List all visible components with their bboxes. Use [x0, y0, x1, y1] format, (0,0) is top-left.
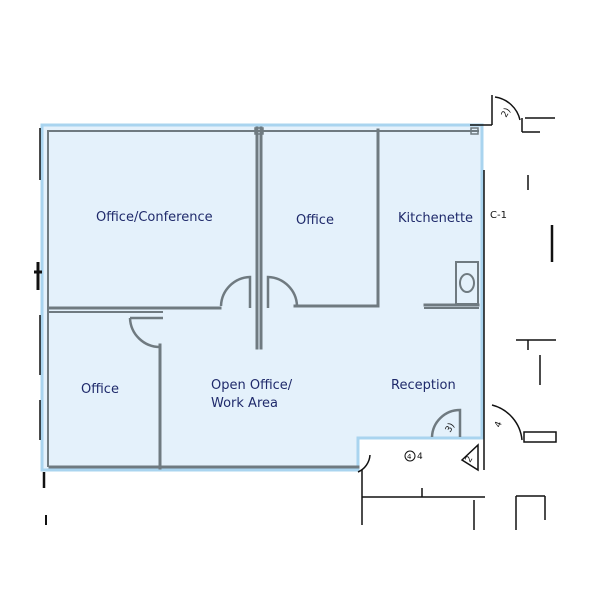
svg-text:3): 3)	[444, 421, 457, 434]
svg-text:C-1: C-1	[490, 210, 507, 221]
room-label-office-conference: Office/Conference	[96, 210, 213, 225]
room-label-office-left: Office	[81, 382, 119, 397]
room-label-office-top: Office	[296, 213, 334, 228]
room-label-open-office-line2: Work Area	[211, 396, 278, 411]
svg-text:2): 2)	[500, 106, 513, 119]
door-swings	[128, 275, 462, 438]
neighbor-sketch	[34, 95, 557, 530]
room-label-reception: Reception	[391, 378, 456, 393]
interior-walls	[47, 126, 480, 470]
svg-text:2: 2	[464, 455, 476, 465]
svg-text:4: 4	[407, 453, 412, 461]
door-mark-labels: 3) 4 4 2 4 2) C-1	[404, 106, 513, 465]
room-label-open-office-line1: Open Office/	[211, 378, 293, 393]
room-label-kitchenette: Kitchenette	[398, 211, 474, 226]
svg-text:4: 4	[417, 452, 423, 462]
room-label-open-office: Open Office/ Work Area	[211, 377, 292, 413]
svg-text:4: 4	[493, 420, 504, 429]
